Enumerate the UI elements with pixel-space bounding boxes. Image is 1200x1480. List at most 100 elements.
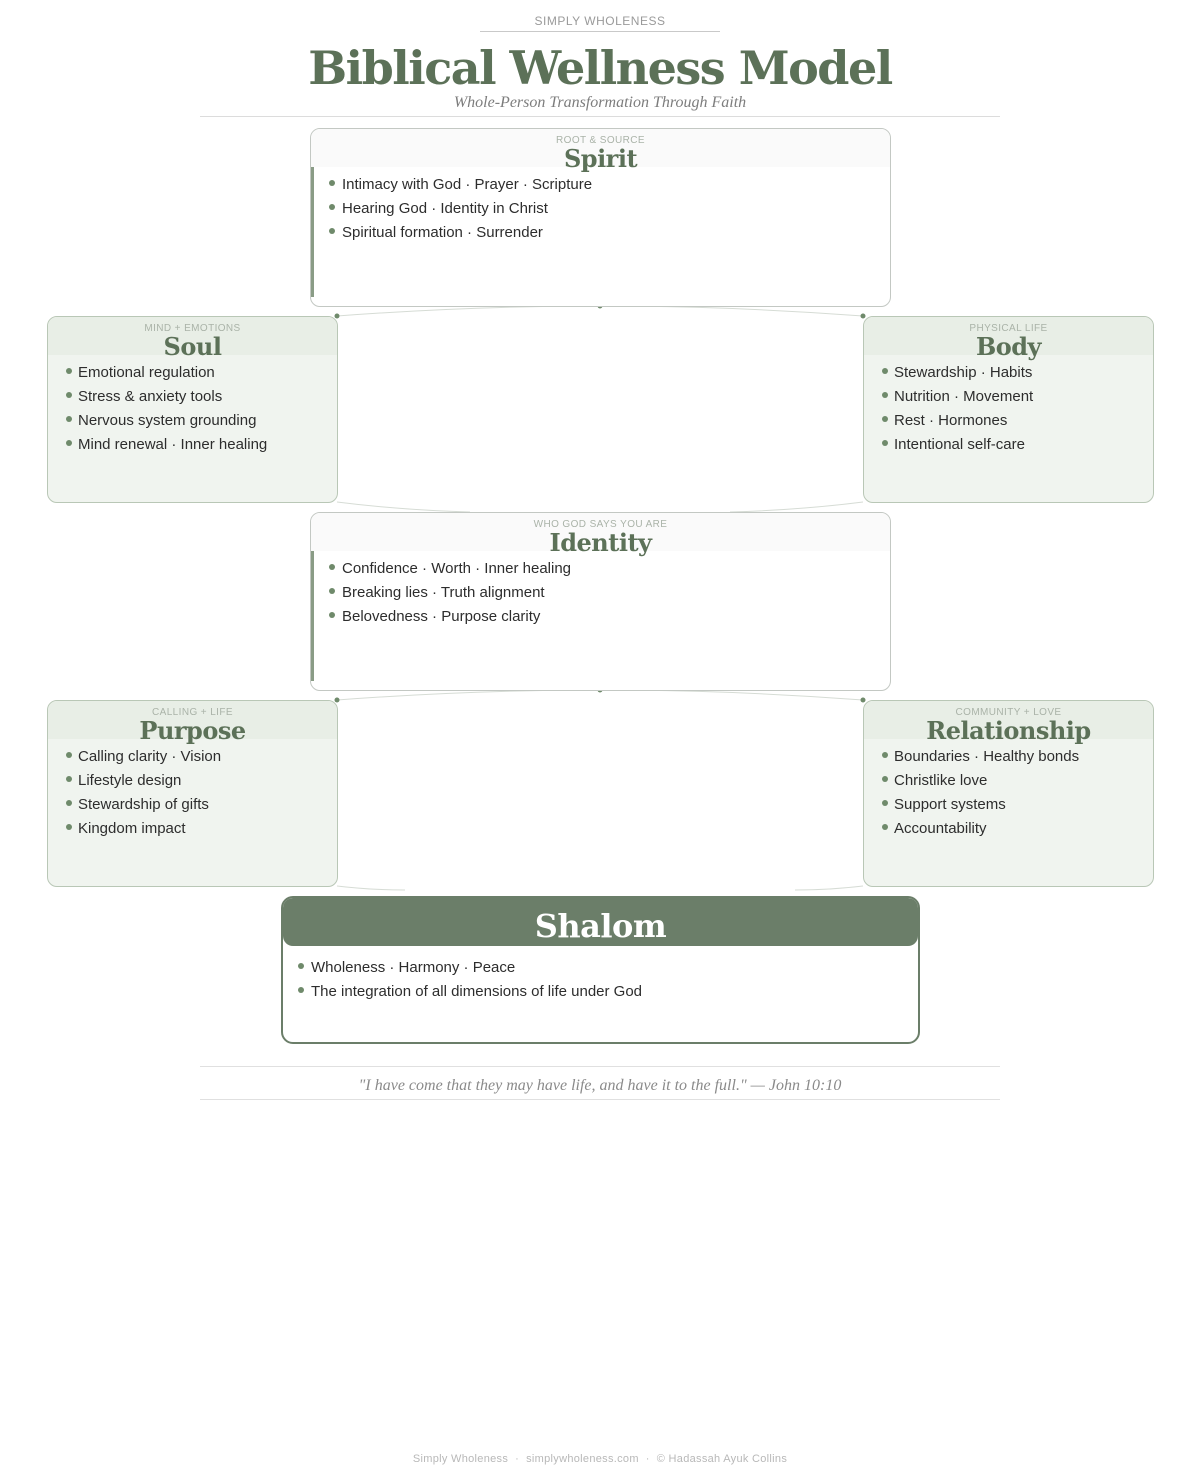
card-kicker: MIND + EMOTIONS (144, 323, 241, 334)
bullet-icon (329, 564, 335, 570)
card-title: Relationship (926, 716, 1091, 745)
item-text: Nervous system grounding (78, 412, 257, 429)
bullet-icon (66, 752, 72, 758)
card-body-dimension: PHYSICAL LIFE Body Stewardship · Habits … (863, 316, 1154, 503)
connector-identity-relationship (599, 689, 864, 701)
connector-soul-identity (336, 501, 471, 513)
page-title: Biblical Wellness Model (308, 41, 893, 95)
list-item: Boundaries · Healthy bonds (864, 745, 1153, 769)
card-spirit: ROOT & SOURCE Spirit Intimacy with God ·… (310, 128, 891, 307)
card-shalom: Shalom Wholeness · Harmony · Peace The i… (281, 896, 920, 1044)
header-divider (200, 116, 1000, 117)
list-item: Intimacy with God · Prayer · Scripture (314, 173, 890, 197)
quote-reference: — John 10:10 (750, 1077, 842, 1094)
list-item: Accountability (864, 817, 1153, 841)
bullet-icon (329, 588, 335, 594)
item-text: Stewardship of gifts (78, 796, 209, 813)
list-item: Wholeness · Harmony · Peace (283, 956, 918, 980)
card-body: Boundaries · Healthy bonds Christlike lo… (864, 739, 1153, 841)
footer-separator: · (515, 1453, 520, 1465)
item-text: Emotional regulation (78, 364, 215, 381)
list-item: The integration of all dimensions of lif… (283, 980, 918, 1004)
bullet-icon (66, 416, 72, 422)
card-title: Shalom (534, 907, 667, 945)
footer-copyright: © Hadassah Ayuk Collins (656, 1453, 788, 1465)
list-item: Emotional regulation (48, 361, 337, 385)
list-item: Spiritual formation · Surrender (314, 221, 890, 245)
connector-purpose-shalom (336, 885, 406, 891)
card-body: Emotional regulation Stress & anxiety to… (48, 355, 337, 457)
bullet-icon (329, 228, 335, 234)
connector-spirit-body (599, 305, 864, 317)
list-item: Stewardship · Habits (864, 361, 1153, 385)
card-title: Body (975, 332, 1042, 361)
connector-relationship-shalom (794, 885, 864, 891)
card-title: Soul (163, 332, 222, 361)
bullet-icon (882, 416, 888, 422)
list-item: Lifestyle design (48, 769, 337, 793)
item-text: Breaking lies · Truth alignment (342, 584, 545, 601)
bullet-icon (882, 392, 888, 398)
list-item: Belovedness · Purpose clarity (314, 605, 890, 629)
connector-spirit-soul (336, 305, 601, 317)
card-kicker: PHYSICAL LIFE (969, 323, 1048, 334)
card-kicker: CALLING + LIFE (152, 707, 233, 718)
page-subtitle: Whole-Person Transformation Through Fait… (453, 94, 747, 111)
card-header: MIND + EMOTIONS Soul (48, 317, 337, 359)
bullet-icon (882, 776, 888, 782)
list-item: Support systems (864, 793, 1153, 817)
list-item: Nutrition · Movement (864, 385, 1153, 409)
item-text: Intimacy with God · Prayer · Scripture (342, 176, 593, 193)
list-item: Mind renewal · Inner healing (48, 433, 337, 457)
list-item: Stewardship of gifts (48, 793, 337, 817)
card-kicker: WHO GOD SAYS YOU ARE (533, 519, 668, 530)
item-text: Calling clarity · Vision (78, 748, 222, 765)
footer-separator: · (645, 1453, 650, 1465)
list-item: Calling clarity · Vision (48, 745, 337, 769)
item-text: Boundaries · Healthy bonds (894, 748, 1080, 765)
card-body: Stewardship · Habits Nutrition · Movemen… (864, 355, 1153, 457)
item-text: Support systems (894, 796, 1006, 813)
item-text: Rest · Hormones (894, 412, 1008, 429)
list-item: Confidence · Worth · Inner healing (314, 557, 890, 581)
bullet-icon (66, 368, 72, 374)
item-text: Intentional self-care (894, 436, 1025, 453)
bullet-icon (882, 824, 888, 830)
bullet-icon (66, 776, 72, 782)
list-item: Breaking lies · Truth alignment (314, 581, 890, 605)
item-text: Confidence · Worth · Inner healing (342, 560, 572, 577)
bullet-icon (329, 180, 335, 186)
bullet-icon (882, 800, 888, 806)
card-kicker: ROOT & SOURCE (556, 135, 645, 146)
connector-identity-purpose (336, 689, 601, 701)
item-text: The integration of all dimensions of lif… (311, 983, 643, 1000)
item-text: Hearing God · Identity in Christ (342, 200, 548, 217)
list-item: Hearing God · Identity in Christ (314, 197, 890, 221)
list-item: Christlike love (864, 769, 1153, 793)
connector-body-identity (729, 501, 864, 513)
bullet-icon (298, 963, 304, 969)
item-text: Christlike love (894, 772, 988, 789)
list-item: Stress & anxiety tools (48, 385, 337, 409)
footer-brand: Simply Wholeness (412, 1453, 509, 1465)
card-header: Shalom (283, 898, 918, 946)
card-header: COMMUNITY + LOVE Relationship (864, 701, 1153, 743)
bullet-icon (329, 612, 335, 618)
bullet-icon (66, 440, 72, 446)
item-text: Mind renewal · Inner healing (78, 436, 268, 453)
bullet-icon (66, 392, 72, 398)
card-header: CALLING + LIFE Purpose (48, 701, 337, 743)
card-body: Confidence · Worth · Inner healing Break… (311, 551, 890, 681)
item-text: Spiritual formation · Surrender (342, 224, 543, 241)
item-text: Stress & anxiety tools (78, 388, 223, 405)
card-body: Intimacy with God · Prayer · Scripture H… (311, 167, 890, 297)
item-text: Kingdom impact (78, 820, 186, 837)
bullet-icon (329, 204, 335, 210)
bullet-icon (882, 440, 888, 446)
card-kicker: COMMUNITY + LOVE (955, 707, 1062, 718)
card-relationship: COMMUNITY + LOVE Relationship Boundaries… (863, 700, 1154, 887)
card-soul: MIND + EMOTIONS Soul Emotional regulatio… (47, 316, 338, 503)
footer-site-link[interactable]: simplywholeness.com (526, 1453, 639, 1465)
bullet-icon (882, 752, 888, 758)
item-text: Belovedness · Purpose clarity (342, 608, 541, 625)
